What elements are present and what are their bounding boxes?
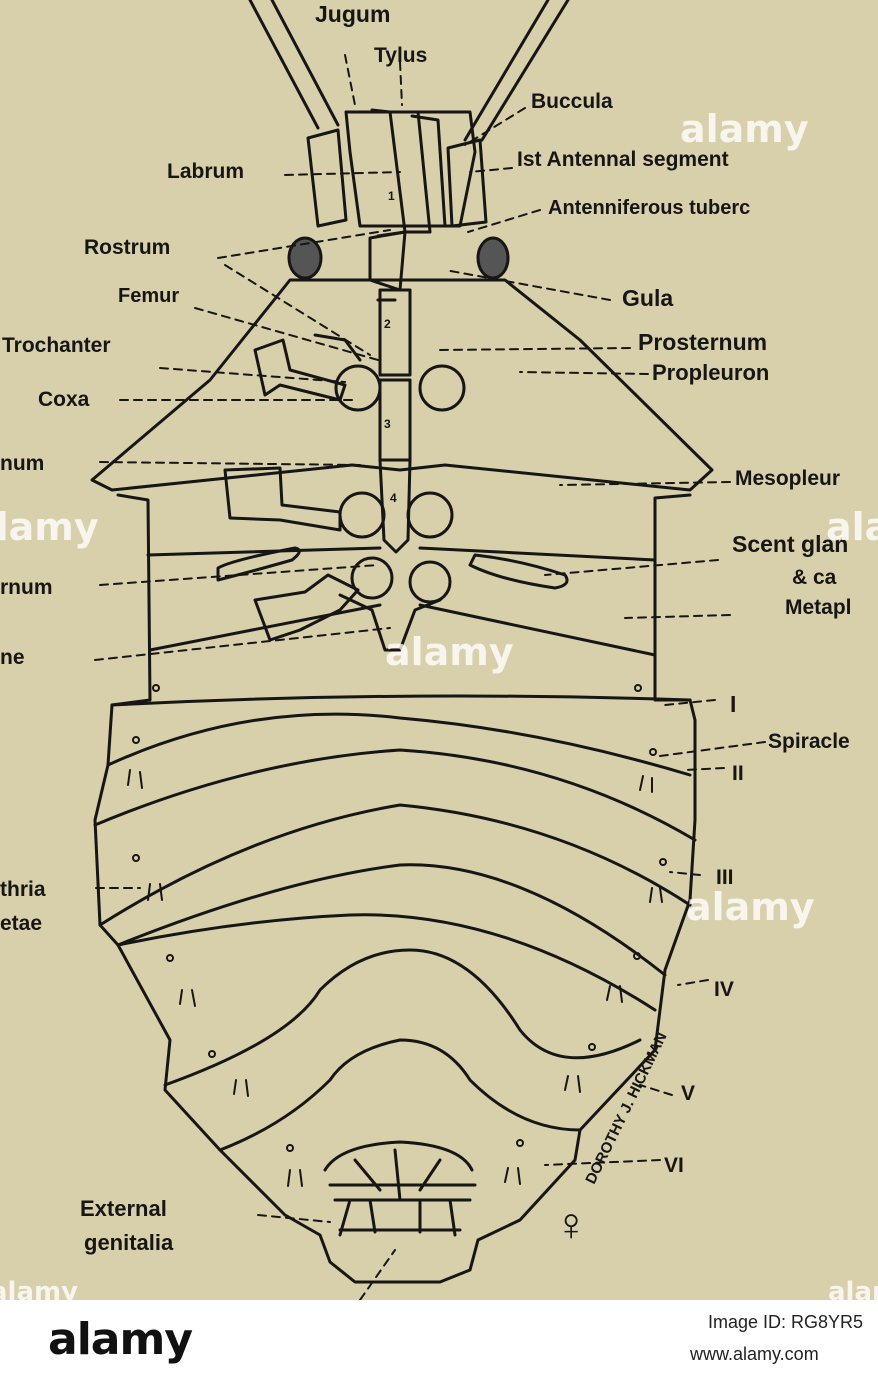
label-jugum: Jugum [315, 1, 390, 27]
watermark-right: alamy [826, 505, 878, 549]
abdomen [93, 694, 697, 1284]
label-antenniferous-tubercle: Antenniferous tuberc [548, 197, 750, 219]
label-genitalia: genitalia [84, 1230, 174, 1255]
label-segment-v: V [681, 1082, 695, 1105]
stock-photo-footer: alamy Image ID: RG8YR5 www.alamy.com [0, 1300, 878, 1390]
leader-lines [94, 54, 766, 1300]
label-midline: ne [0, 646, 25, 669]
illustration-plate: Jugum Tylus Buccula Labrum Ist Antennal … [0, 0, 878, 1300]
label-buccula: Buccula [531, 90, 613, 113]
label-coxa: Coxa [38, 388, 90, 411]
watermark-left: alamy [0, 505, 99, 549]
trichobothria-setae [127, 769, 663, 1187]
label-segment-ii: II [732, 762, 744, 785]
rostrum-segment-1: 1 [388, 189, 395, 203]
label-tylus: Tylus [374, 44, 427, 67]
watermark-bottom-right: alamy [828, 1277, 878, 1300]
leg-stumps [223, 338, 360, 642]
label-setae: etae [0, 912, 42, 935]
label-mesopleuron: Mesopleur [735, 467, 840, 490]
insect-ventral-view-diagram: Jugum Tylus Buccula Labrum Ist Antennal … [0, 0, 878, 1300]
label-metapleuron: Metapl [785, 596, 852, 619]
watermark-top-right: alamy [680, 107, 809, 151]
label-labrum: Labrum [167, 160, 244, 183]
rostrum-segment-2: 2 [384, 317, 391, 331]
label-antennal-segment: Ist Antennal segment [517, 148, 729, 171]
label-scent-gland: Scent glan [732, 531, 848, 557]
spiracles [132, 684, 667, 1152]
label-scent-gland-canal: & ca [792, 566, 837, 589]
antennae [248, 0, 570, 142]
label-segment-iii: III [716, 866, 734, 889]
female-symbol: ♀ [554, 1198, 589, 1250]
artist-signature: DOROTHY J. HICKMAN [582, 1030, 670, 1187]
footer-url[interactable]: www.alamy.com [690, 1344, 819, 1364]
label-trichobothria: thria [0, 878, 46, 901]
rostrum [368, 230, 412, 554]
label-mesosternum: num [0, 452, 44, 475]
label-prosternum: Prosternum [638, 329, 767, 355]
scent-glands [216, 546, 569, 590]
label-segment-i: I [730, 691, 736, 717]
compound-eyes [287, 236, 510, 280]
head [306, 108, 488, 238]
rostrum-segment-4: 4 [390, 491, 397, 505]
label-trochanter: Trochanter [2, 334, 111, 357]
watermark-group: alamy alamy alamy alamy alamy alamy alam… [0, 107, 878, 1300]
label-segment-iv: IV [714, 978, 734, 1001]
watermark-center: alamy [385, 630, 514, 674]
coxae [334, 364, 466, 652]
alamy-logo[interactable]: alamy [48, 1314, 193, 1365]
rostrum-segment-3: 3 [384, 417, 391, 431]
label-propleuron: Propleuron [652, 360, 769, 385]
label-femur: Femur [118, 285, 179, 307]
label-spiracle: Spiracle [768, 730, 850, 753]
label-metasternum: rnum [0, 576, 53, 599]
label-rostrum: Rostrum [84, 236, 170, 259]
image-id: Image ID: RG8YR5 [708, 1312, 864, 1332]
label-external: External [80, 1196, 167, 1221]
label-gula: Gula [622, 285, 673, 311]
watermark-lower-right: alamy [686, 885, 815, 929]
label-segment-vi: VI [664, 1154, 684, 1177]
watermark-bottom-left: alamy [0, 1277, 78, 1300]
